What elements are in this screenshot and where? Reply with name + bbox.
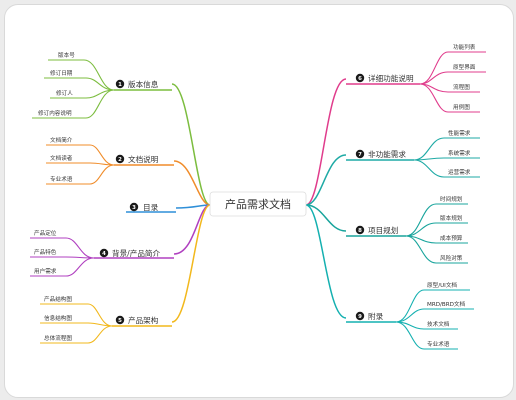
leaf-b2-glossary[interactable]: 专业术语 [50, 175, 73, 183]
leaf-b6-prototype-ui[interactable]: 原型界面 [453, 63, 476, 71]
branch-label: 版本信息 [128, 79, 159, 89]
leaf-b5-overall-flow[interactable]: 总体流程图 [44, 334, 72, 342]
branch-node-b6[interactable]: 6 详细功能说明 [355, 73, 414, 83]
leaf-b6-use-case[interactable]: 用例图 [453, 103, 470, 111]
leaf-b9-tech-doc[interactable]: 技术文档 [427, 320, 450, 328]
leaf-b1-reviser[interactable]: 修订人 [56, 89, 73, 97]
number-badge [355, 73, 365, 83]
connector-b5-leaf3 [87, 325, 113, 344]
branch-node-b9[interactable]: 9 附录 [355, 311, 384, 321]
connector-center-b7 [305, 154, 347, 206]
connector-b8-leaf4 [405, 235, 437, 264]
connector-center-b9 [305, 204, 347, 319]
connector-b6-leaf4 [419, 83, 449, 113]
leaf-b8-timeline[interactable]: 时间规划 [440, 195, 463, 203]
leaf-b4-positioning[interactable]: 产品定位 [34, 229, 57, 237]
connector-b7-leaf3 [413, 159, 445, 178]
center-node-label: 产品需求文档 [225, 197, 291, 211]
branch-node-b8[interactable]: 8 项目规划 [355, 225, 399, 235]
branch-node-b4[interactable]: 4 背景/产品简介 [99, 248, 161, 258]
number-badge [129, 202, 139, 212]
branch-label: 附录 [368, 312, 384, 321]
leaf-b1-revision-date[interactable]: 修订日期 [50, 69, 73, 77]
leaf-b7-performance[interactable]: 性能需求 [448, 129, 471, 137]
connector-b4-leaf1 [65, 237, 95, 259]
connector-b6-leaf1 [419, 51, 449, 85]
leaf-b9-prototype-ui-doc[interactable]: 原型/UI文档 [427, 281, 457, 289]
number-badge-text: 7 [358, 152, 362, 158]
connector-b6-leaf2 [419, 71, 449, 85]
leaf-b6-feature-list[interactable]: 功能列表 [453, 43, 476, 51]
leaf-b6-flowchart[interactable]: 流程图 [453, 83, 470, 91]
leaf-b8-risk[interactable]: 风险对策 [440, 254, 463, 262]
branch-node-b5[interactable]: 5 产品架构 [115, 315, 159, 325]
number-badge-text: 2 [118, 157, 122, 163]
number-badge-text: 3 [132, 205, 136, 211]
branch-label: 目录 [143, 203, 159, 212]
leaf-b5-info-structure[interactable]: 信息结构图 [44, 314, 72, 322]
branch-node-b2[interactable]: 2 文档说明 [115, 154, 159, 164]
number-badge [355, 225, 365, 235]
branch-node-b7[interactable]: 7 非功能需求 [355, 149, 407, 159]
number-badge-text: 1 [118, 82, 122, 88]
connector-b8-leaf2 [405, 222, 437, 237]
leaf-b4-user-needs[interactable]: 用户需求 [34, 267, 57, 275]
connector-b8-leaf1 [405, 203, 437, 237]
connector-b1-leaf1 [83, 59, 115, 91]
connector-b2-leaf3 [89, 164, 115, 185]
connector-b4-leaf3 [65, 257, 95, 277]
connector-center-b5 [171, 204, 211, 323]
number-badge [99, 248, 109, 258]
connector-b2-leaf1 [89, 144, 115, 166]
connector-b9-leaf4 [395, 321, 425, 350]
leaf-b4-features[interactable]: 产品特色 [34, 248, 57, 256]
leaf-b7-operations[interactable]: 运营需求 [448, 168, 471, 176]
leaf-b2-doc-intro[interactable]: 文档简介 [50, 136, 73, 144]
leaf-b1-version[interactable]: 版本号 [58, 51, 75, 59]
number-badge [115, 79, 125, 89]
leaf-b7-system[interactable]: 系统需求 [448, 149, 471, 157]
branch-label: 背景/产品简介 [112, 248, 161, 258]
connector-b9-leaf2 [395, 308, 425, 323]
branch-label: 详细功能说明 [368, 73, 414, 83]
number-badge-text: 6 [358, 76, 362, 82]
leaf-b5-product-structure[interactable]: 产品结构图 [44, 295, 72, 303]
branch-node-b1[interactable]: 1 版本信息 [115, 79, 159, 89]
connector-center-b6 [305, 78, 347, 206]
connector-b1-leaf2 [85, 77, 115, 91]
number-badge-text: 8 [358, 228, 362, 234]
branch-label: 产品架构 [128, 315, 159, 325]
center-node-box[interactable] [209, 191, 307, 217]
number-badge-text: 4 [102, 251, 106, 257]
branch-label: 非功能需求 [368, 149, 406, 159]
number-badge-text: 5 [118, 318, 122, 324]
branch-node-b3[interactable]: 3 目录 [129, 202, 159, 212]
connector-center-b1 [171, 83, 211, 206]
branch-label: 项目规划 [368, 225, 398, 235]
connector-b5-leaf2 [87, 322, 113, 327]
number-badge [115, 315, 125, 325]
leaf-b8-budget[interactable]: 成本预算 [440, 234, 463, 242]
number-badge [355, 311, 365, 321]
connector-b7-leaf1 [413, 137, 445, 161]
connector-b9-leaf1 [395, 289, 425, 323]
leaf-b9-glossary[interactable]: 专业术语 [427, 340, 450, 348]
leaf-b8-version-plan[interactable]: 版本规划 [440, 214, 463, 222]
connector-center-b8 [305, 204, 347, 232]
connector-center-b2 [173, 160, 211, 206]
branch-label: 文档说明 [128, 154, 159, 164]
leaf-b9-mrd-brd-doc[interactable]: MRD/BRD文档 [427, 300, 466, 308]
number-badge [355, 149, 365, 159]
leaf-b2-doc-readers[interactable]: 文档读者 [50, 154, 73, 162]
number-badge-text: 9 [358, 314, 362, 320]
number-badge [115, 154, 125, 164]
leaf-b1-revision-notes[interactable]: 修订内容说明 [38, 109, 72, 117]
connector-b1-leaf4 [85, 89, 115, 119]
